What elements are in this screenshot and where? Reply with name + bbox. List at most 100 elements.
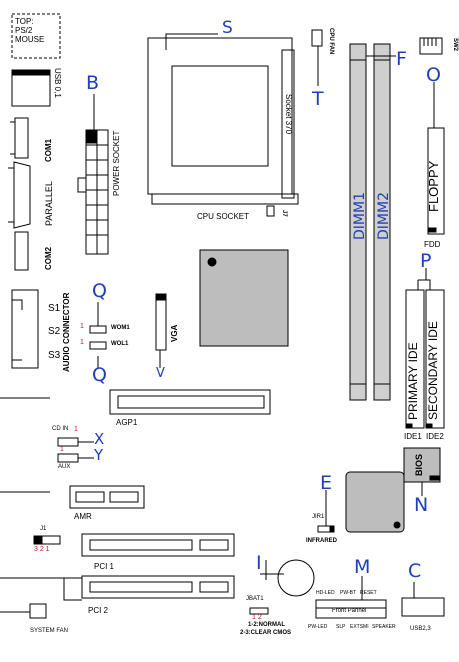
cpu-fan-header (311, 29, 323, 47)
hd-led-label: HD-LED (316, 590, 335, 596)
callout-y: Y (94, 446, 104, 464)
cd-in-label: CD IN (52, 426, 69, 432)
sw2-label: SW2 (452, 38, 458, 52)
callout-p: P (420, 250, 432, 272)
audio-connector-label: AUDIO CONNECTOR (62, 292, 71, 372)
callout-v: V (156, 366, 165, 381)
dimm1-slot (349, 43, 367, 401)
j1-pins: 3 2 1 (34, 546, 50, 553)
cd-in-connector (57, 437, 79, 447)
aux-pin1: 1 (60, 446, 64, 453)
j7-label: J7 (281, 210, 287, 217)
north-bridge-chip (199, 249, 289, 347)
front-panel-label: Front Pannel (332, 608, 367, 614)
j7-jumper (266, 205, 275, 217)
jir1-label: JIR1 (312, 514, 325, 520)
dimm1-label: DIMM1 (352, 192, 368, 240)
parallel-port (13, 161, 31, 229)
wom1-label: WOM1 (111, 325, 130, 331)
callout-o: O (426, 64, 441, 86)
primary-ide-connector (405, 289, 425, 429)
callout-n: N (414, 494, 429, 516)
s2-label: S2 (48, 326, 61, 337)
wom1-pin1: 1 (80, 323, 84, 330)
callout-i: I (256, 552, 262, 574)
callout-t: T (312, 88, 324, 110)
wol1-label: WOL1 (111, 341, 129, 347)
amr-slot (69, 485, 145, 509)
wom1-header (89, 325, 107, 334)
pci1-slot (81, 533, 235, 557)
vga-connector (155, 293, 167, 351)
floppy-label: FLOPPY (426, 160, 441, 212)
aux-connector (57, 453, 79, 463)
cmos-battery (277, 559, 315, 597)
dimm2-label: DIMM2 (376, 192, 392, 240)
south-bridge-chip (345, 471, 405, 533)
jbat1-label: JBAT1 (246, 596, 264, 602)
callout-b: B (86, 72, 100, 94)
pci1-label: PCI 1 (94, 562, 115, 571)
aux-label: AUX (58, 464, 71, 470)
pw-bt-label: PW-BT (340, 590, 357, 596)
callout-q-bottom: Q (92, 364, 107, 386)
infrared-label: INFRARED (306, 538, 337, 544)
callout-m: M (354, 556, 371, 578)
pw-led-label: PW-LED (308, 624, 328, 630)
cpu-socket (147, 37, 293, 195)
wol1-header (89, 341, 107, 350)
callout-x: X (94, 430, 105, 448)
amr-label: AMR (74, 512, 92, 521)
bios-label: BIOS (414, 453, 424, 476)
sw2-switch (419, 37, 443, 55)
usb23-label: USB2,3 (410, 626, 431, 632)
floppy-connector (427, 127, 445, 235)
com2-label: COM2 (44, 246, 53, 270)
callout-c: C (408, 560, 422, 582)
cd-in-pin1: 1 (74, 426, 78, 433)
jbat1-pins: 1 2 (252, 614, 262, 621)
parallel-label: PARALLEL (44, 181, 54, 226)
socket370-label: Socket 370 (284, 94, 293, 135)
ide1-label: IDE1 (404, 432, 422, 441)
jbat1-clear: 2-3:CLEAR CMOS (240, 630, 292, 636)
vga-label: VGA (170, 324, 179, 342)
audio-connector (11, 289, 39, 369)
agp1-label: AGP1 (116, 418, 138, 427)
cpu-fan-label: CPU FAN (328, 28, 334, 55)
pci2-label: PCI 2 (88, 606, 109, 615)
front-panel-header (315, 599, 387, 619)
callout-e: E (320, 472, 333, 494)
usb23-header (401, 597, 445, 617)
secondary-ide-connector (425, 289, 445, 429)
ide2-label: IDE2 (426, 432, 444, 441)
agp1-slot (109, 389, 271, 415)
callout-s: S (222, 18, 233, 38)
ps2-mouse-label: TOP: PS/2 MOUSE (15, 17, 45, 44)
system-fan-label: SYSTEM FAN (30, 628, 69, 634)
usb01-label: USB 0,1 (53, 68, 62, 98)
com1-port (14, 117, 29, 159)
slp-label: SLP (336, 624, 346, 630)
pci2-slot (81, 575, 235, 599)
reset-label: RESET (360, 590, 377, 596)
s3-label: S3 (48, 350, 61, 361)
power-socket-label: POWER SOCKET (112, 130, 121, 196)
ps2-box (11, 13, 61, 59)
system-fan-header (29, 603, 47, 619)
callout-q-top: Q (92, 280, 107, 302)
jbat1-jumper (249, 607, 269, 615)
speaker-label: SPEAKER (372, 624, 396, 630)
extsmi-label: EXTSMI (350, 624, 369, 630)
dimm2-slot (373, 43, 391, 401)
cpu-socket-label: CPU SOCKET (197, 212, 250, 221)
s1-label: S1 (48, 303, 61, 314)
wol1-pin1: 1 (80, 339, 84, 346)
primary-ide-label: PRIMARY IDE (406, 342, 420, 420)
com2-port (14, 231, 29, 271)
secondary-ide-label: SECONDARY IDE (426, 321, 440, 420)
com1-label: COM1 (44, 138, 53, 162)
callout-f: F (396, 48, 407, 70)
jbat1-normal: 1-2:NORMAL (248, 622, 285, 628)
